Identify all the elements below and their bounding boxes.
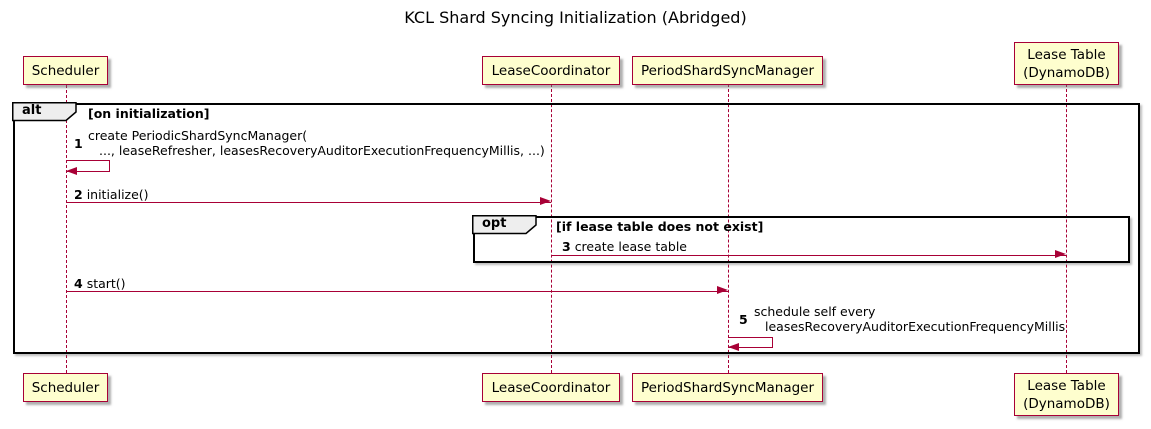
message-4-arrow: [66, 291, 728, 292]
message-3-arrow: [552, 255, 1066, 256]
alt-frame-keyword: alt: [22, 103, 42, 118]
message-5-text: schedule self every leasesRecoveryAudito…: [754, 304, 1066, 334]
alt-frame-condition: [on initialization]: [88, 106, 210, 121]
participant-label: Lease Table: [1027, 377, 1106, 394]
opt-frame-label: opt: [472, 215, 539, 235]
message-2-arrowhead: [540, 197, 551, 205]
participant-lease-table-bottom: Lease Table (DynamoDB): [1014, 373, 1119, 416]
message-3-text: 3 create lease table: [562, 239, 687, 254]
message-1-number: 1: [74, 136, 83, 151]
diagram-title: KCL Shard Syncing Initialization (Abridg…: [404, 8, 747, 27]
message-5-number: 5: [739, 312, 748, 327]
message-1-arrowhead: [66, 167, 77, 175]
participant-label: PeriodShardSyncManager: [640, 62, 815, 79]
participant-scheduler-bottom: Scheduler: [23, 373, 108, 402]
message-2-text: 2 initialize(): [74, 187, 149, 202]
opt-frame-keyword: opt: [482, 216, 507, 231]
participant-label: Lease Table: [1027, 46, 1106, 63]
lifeline-lease-coordinator: [551, 84, 552, 373]
frame-pentagon-shape: [12, 102, 77, 122]
opt-frame: [473, 216, 1130, 263]
participant-label: (DynamoDB): [1023, 395, 1110, 412]
message-2-arrow: [66, 202, 551, 203]
participant-lease-coordinator-bottom: LeaseCoordinator: [482, 373, 620, 402]
message-3-arrowhead: [1055, 250, 1066, 258]
opt-frame-condition: [if lease table does not exist]: [556, 219, 764, 234]
message-4-text: 4 start(): [74, 276, 126, 291]
lifeline-period-shard-sync-manager: [728, 84, 729, 373]
lifeline-lease-table: [1066, 84, 1067, 373]
alt-frame: [13, 103, 1140, 354]
frame-pentagon-shape: [472, 215, 537, 235]
alt-frame-label: alt: [12, 102, 79, 122]
message-4-number: 4: [74, 276, 83, 291]
participant-lease-table-top: Lease Table (DynamoDB): [1014, 42, 1119, 85]
message-3-number: 3: [562, 239, 571, 254]
lifeline-scheduler: [66, 85, 67, 373]
participant-label: Scheduler: [31, 62, 100, 79]
message-5-arrowhead: [728, 343, 739, 351]
participant-label: PeriodShardSyncManager: [640, 379, 815, 396]
participant-label: (DynamoDB): [1023, 64, 1110, 81]
participant-label: LeaseCoordinator: [491, 62, 611, 79]
participant-label: LeaseCoordinator: [491, 379, 611, 396]
participant-period-shard-sync-manager-bottom: PeriodShardSyncManager: [632, 373, 823, 402]
message-1-self-arrow: [66, 160, 110, 172]
message-2-number: 2: [74, 187, 83, 202]
participant-period-shard-sync-manager-top: PeriodShardSyncManager: [632, 56, 823, 85]
participant-lease-coordinator-top: LeaseCoordinator: [482, 56, 620, 85]
participant-label: Scheduler: [31, 379, 100, 396]
participant-scheduler-top: Scheduler: [23, 56, 108, 85]
message-4-arrowhead: [717, 286, 728, 294]
message-5-self-arrow: [728, 337, 773, 348]
message-1-text: create PeriodicShardSyncManager( ..., le…: [88, 128, 545, 158]
